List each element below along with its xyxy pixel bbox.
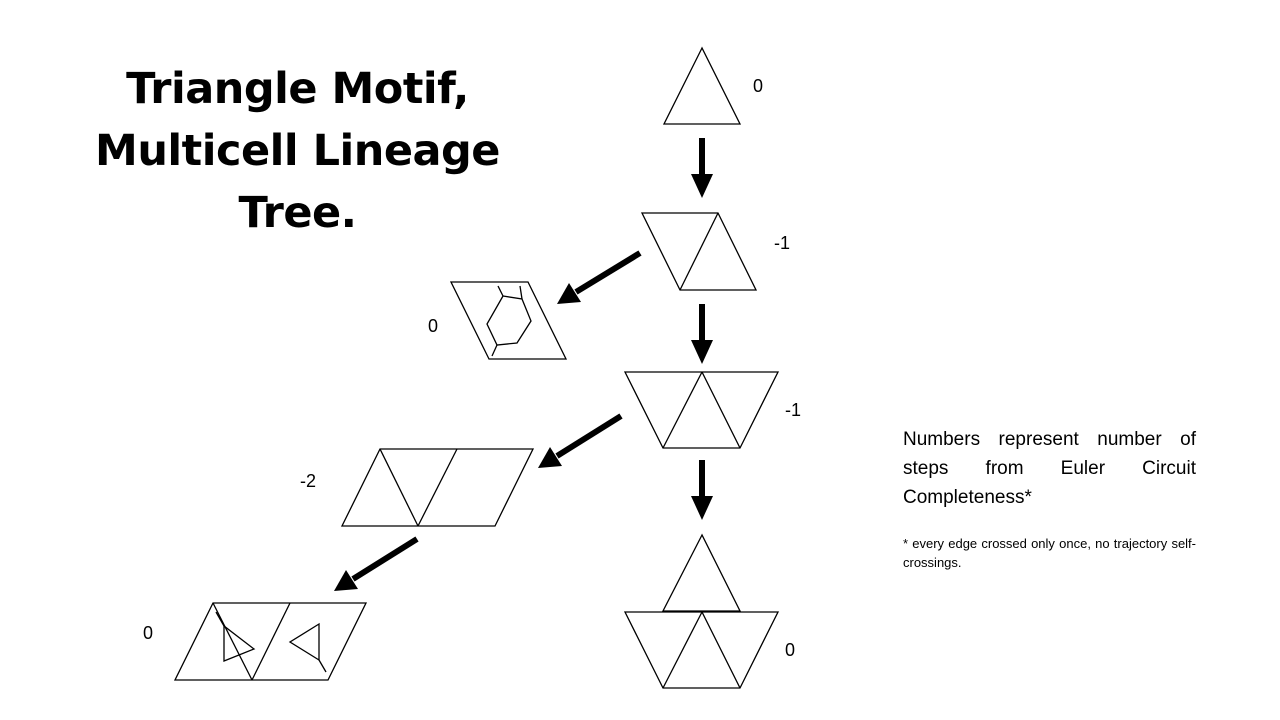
connector <box>497 285 504 297</box>
hexagon-shape <box>486 295 532 346</box>
parallelogram-outline <box>340 448 535 527</box>
node-label: 0 <box>428 316 438 336</box>
node-label: 0 <box>143 623 153 643</box>
arrow-diagonal-3 <box>334 536 419 591</box>
inner-edge <box>417 448 458 527</box>
slide-title: Triangle Motif, Multicell Lineage Tree. <box>70 58 525 244</box>
parallelogram-outline <box>173 602 368 681</box>
inner-edge <box>679 212 719 291</box>
node-label: 0 <box>785 640 795 660</box>
arrow-diagonal-1 <box>557 250 642 304</box>
top-triangle <box>661 533 742 612</box>
trapezoid-outline <box>623 371 780 449</box>
node-rhombus-hexagon: 0 <box>428 281 568 360</box>
trapezoid-outline <box>623 611 780 689</box>
inner-triangle-right <box>288 622 320 662</box>
connector <box>215 611 225 627</box>
node-parallelogram-inner-triangles: 0 <box>143 602 368 681</box>
connector <box>519 285 523 300</box>
title-line-1: Triangle Motif, <box>126 64 469 114</box>
node-parallelogram-three: -2 <box>300 448 535 527</box>
legend: Numbers represent number of steps from E… <box>903 425 1196 572</box>
node-label: -2 <box>300 471 316 491</box>
inner-edge <box>701 611 741 689</box>
node-label: 0 <box>753 76 763 96</box>
connector <box>318 659 327 673</box>
node-three-triangles: -1 <box>623 371 801 449</box>
inner-edge <box>701 371 741 449</box>
connector <box>491 344 498 357</box>
node-label: -1 <box>774 233 790 253</box>
inner-edge <box>379 448 419 527</box>
inner-edge <box>212 602 253 681</box>
triangle-shape <box>662 46 742 125</box>
rhombus-outline <box>640 212 758 291</box>
rhombus-outline <box>449 281 568 360</box>
arrow-down-1 <box>691 138 713 198</box>
node-single-triangle: 0 <box>662 46 763 125</box>
title-line-3: Tree. <box>238 188 357 238</box>
node-four-triangles: 0 <box>623 533 795 689</box>
inner-edge <box>662 371 703 449</box>
legend-footnote: * every edge crossed only once, no traje… <box>903 536 1196 570</box>
node-two-triangles: -1 <box>640 212 790 291</box>
arrow-down-3 <box>691 460 713 520</box>
title-line-2: Multicell Lineage <box>95 126 500 176</box>
inner-triangle-left <box>223 624 256 662</box>
node-label: -1 <box>785 400 801 420</box>
arrow-diagonal-2 <box>538 413 623 468</box>
inner-edge <box>251 602 291 681</box>
arrow-down-2 <box>691 304 713 364</box>
inner-edge <box>662 611 703 689</box>
legend-main-text: Numbers represent number of steps from E… <box>903 429 1196 508</box>
